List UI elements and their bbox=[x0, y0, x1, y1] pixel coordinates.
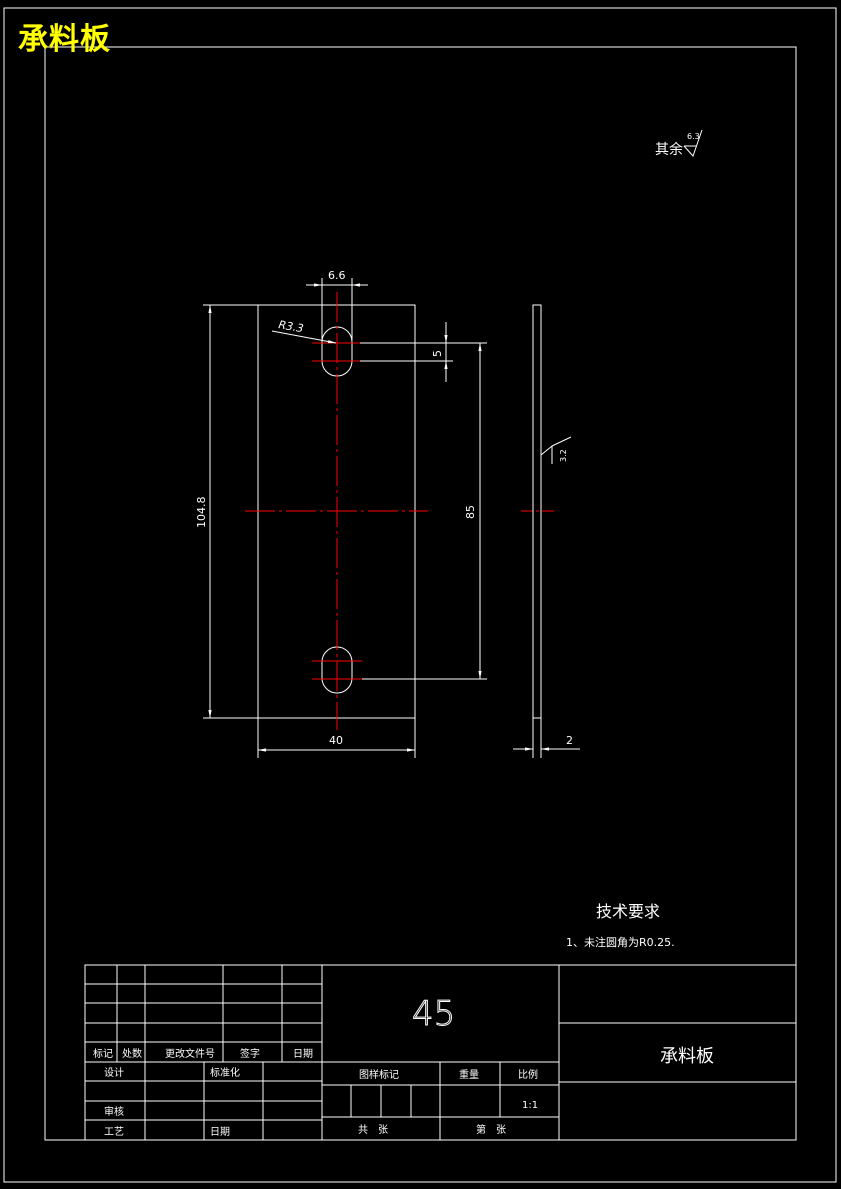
title-material: 45 bbox=[412, 994, 455, 1034]
rev-header-doc: 更改文件号 bbox=[165, 1047, 215, 1060]
label-design: 设计 bbox=[104, 1066, 124, 1079]
rev-header-mark: 标记 bbox=[93, 1048, 113, 1060]
roughness-general-value: 6.3 bbox=[687, 132, 700, 141]
outer-border bbox=[3, 7, 837, 1183]
centerlines bbox=[245, 292, 555, 730]
label-stage-mark: 图样标记 bbox=[359, 1068, 399, 1081]
label-review: 审核 bbox=[104, 1105, 124, 1118]
title-part-name: 承料板 bbox=[660, 1046, 714, 1067]
roughness-symbol-icon bbox=[683, 129, 703, 157]
roughness-general-label: 其余 bbox=[655, 141, 683, 158]
bottom-slot bbox=[321, 646, 353, 694]
inner-frame bbox=[44, 46, 797, 1141]
roughness-side-value: 3.2 bbox=[559, 449, 568, 462]
general-roughness-note: 其余 6.3 bbox=[655, 129, 703, 158]
dim-slot-width: 6.6 bbox=[328, 269, 346, 282]
label-process: 工艺 bbox=[104, 1126, 124, 1138]
label-total-sheets: 共 张 bbox=[358, 1124, 388, 1136]
side-view bbox=[513, 304, 580, 758]
dim-width: 40 bbox=[329, 734, 343, 747]
tech-req-item-1: 1、未注圆角为R0.25. bbox=[566, 935, 675, 949]
dim-slot-radius: R3.3 bbox=[277, 318, 304, 335]
dim-thickness: 2 bbox=[566, 734, 573, 747]
rev-header-date: 日期 bbox=[293, 1048, 313, 1060]
dim-overall-height: 104.8 bbox=[195, 497, 208, 529]
side-plate-outline bbox=[532, 304, 542, 719]
dim-slot-travel: 5 bbox=[431, 350, 444, 357]
label-standardization: 标准化 bbox=[210, 1066, 240, 1079]
overlay-title: 承料板 bbox=[18, 22, 111, 57]
side-roughness-icon bbox=[540, 436, 572, 464]
label-weight: 重量 bbox=[459, 1068, 479, 1081]
title-block bbox=[84, 964, 797, 1141]
label-scale: 比例 bbox=[518, 1068, 538, 1081]
tech-req-heading: 技术要求 bbox=[596, 902, 660, 921]
front-dimensions bbox=[203, 278, 487, 758]
label-sheet-number: 第 张 bbox=[476, 1123, 506, 1136]
rev-header-count: 处数 bbox=[122, 1047, 142, 1060]
dim-hole-spacing: 85 bbox=[464, 505, 477, 519]
rev-header-sign: 签字 bbox=[240, 1047, 260, 1060]
scale-value: 1:1 bbox=[522, 1100, 538, 1111]
label-date: 日期 bbox=[210, 1126, 230, 1138]
